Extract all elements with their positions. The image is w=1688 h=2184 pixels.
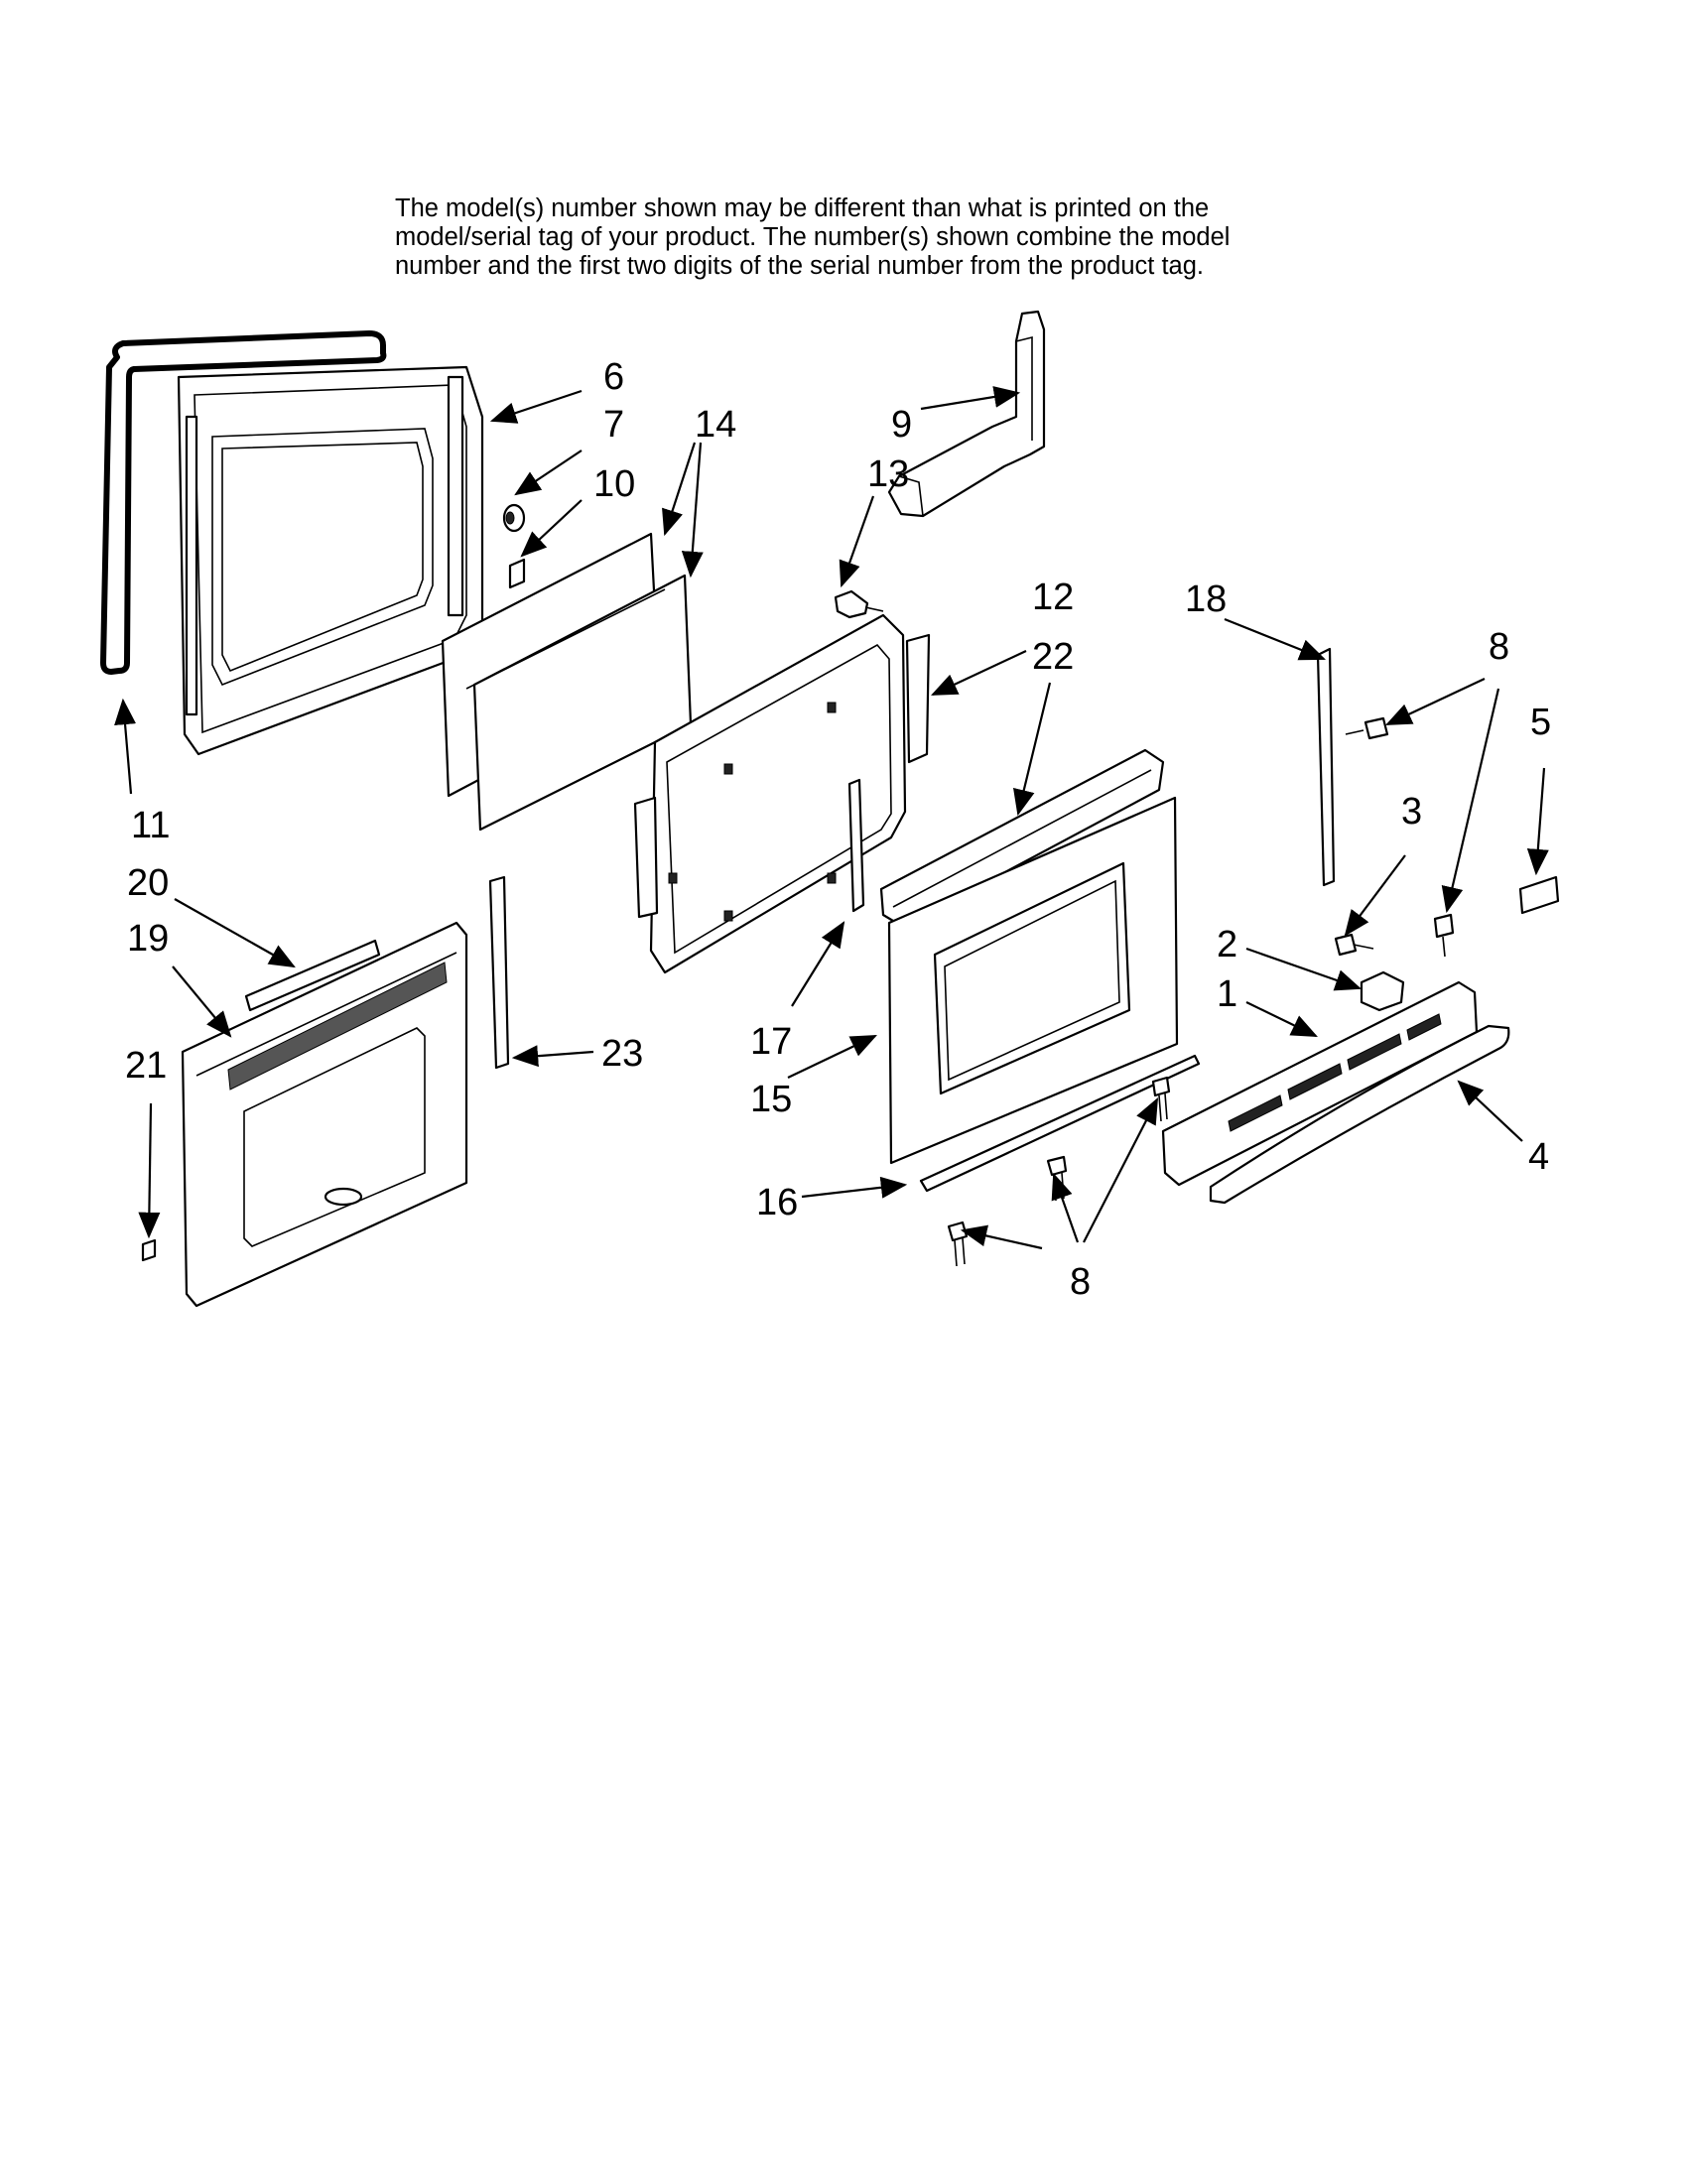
note-line-1: The model(s) number shown may be differe… — [395, 194, 1210, 222]
clip-part — [508, 558, 526, 589]
callout-14: 14 — [695, 404, 736, 446]
callout-10: 10 — [593, 463, 635, 505]
door-handle-part — [1209, 1024, 1510, 1205]
callout-22: 22 — [1032, 636, 1074, 678]
callout-18: 18 — [1185, 578, 1227, 620]
air-duct-part — [887, 310, 1046, 518]
door-gasket-part — [100, 330, 387, 675]
callout-19: 19 — [127, 918, 169, 960]
model-number-note: The model(s) number shown may be differe… — [395, 194, 1348, 281]
callout-20: 20 — [127, 862, 169, 904]
callout-21: 21 — [125, 1045, 167, 1087]
bracket-part — [1360, 970, 1405, 1012]
nameplate-part — [244, 939, 381, 1012]
callout-16: 16 — [756, 1182, 798, 1223]
callout-15: 15 — [750, 1079, 792, 1120]
side-strip-part — [488, 875, 510, 1070]
callout-11: 11 — [131, 805, 170, 846]
door-stop-part — [502, 503, 526, 533]
callout-7: 7 — [603, 404, 624, 446]
note-line-3: number and the first two digits of the s… — [395, 252, 1204, 280]
screw-part-13 — [834, 589, 884, 619]
vent-part — [879, 748, 1165, 929]
callout-9: 9 — [891, 404, 912, 446]
callout-6: 6 — [603, 356, 624, 398]
hinge-strip-part — [1316, 647, 1336, 887]
door-liner-frame-part — [633, 613, 931, 974]
callout-23: 23 — [601, 1033, 643, 1075]
callout-1: 1 — [1217, 973, 1237, 1015]
callout-labels: 6 7 10 14 9 13 12 22 18 8 5 3 2 1 4 11 2… — [125, 356, 1551, 1303]
outer-door-panel-part — [887, 796, 1179, 1165]
callout-13: 13 — [867, 453, 909, 495]
callout-4: 4 — [1528, 1136, 1549, 1178]
callout-8-top: 8 — [1489, 626, 1509, 668]
callout-3: 3 — [1401, 791, 1422, 833]
inner-door-frame-part — [177, 365, 484, 756]
callout-5: 5 — [1530, 702, 1551, 743]
callout-12: 12 — [1032, 577, 1074, 618]
callout-8-bottom: 8 — [1070, 1261, 1091, 1303]
screw-part-8-bottom — [947, 1076, 1171, 1267]
leader-lines — [114, 386, 1549, 1250]
label-part — [1518, 875, 1560, 915]
screw-part-8-top — [1345, 716, 1455, 958]
screw-part-3 — [1334, 933, 1374, 957]
bottom-trim-part — [919, 1054, 1201, 1193]
outer-door-part — [181, 921, 468, 1308]
note-line-2: model/serial tag of your product. The nu… — [395, 223, 1231, 251]
trim-piece-part — [141, 1238, 157, 1262]
callout-17: 17 — [750, 1021, 792, 1063]
door-strip-part-17 — [847, 778, 865, 913]
callout-2: 2 — [1217, 924, 1237, 965]
